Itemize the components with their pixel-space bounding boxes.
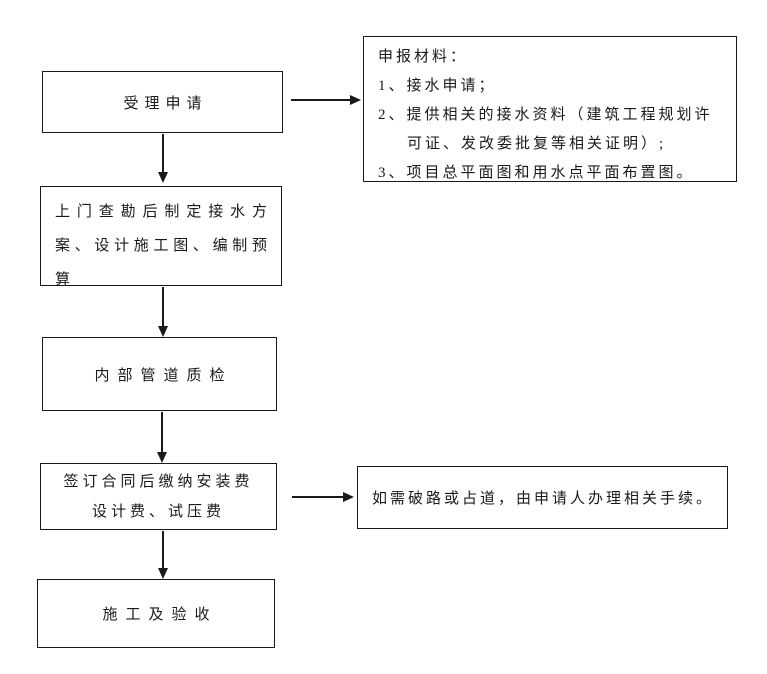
note-road-occupation-label: 如需破路或占道，由申请人办理相关手续。 bbox=[372, 491, 715, 507]
note-materials-line-1: 申报材料： bbox=[378, 49, 469, 65]
flow-step-site-survey-line-3: 算 bbox=[55, 272, 71, 288]
flow-step-construction-acceptance: 施工及验收 bbox=[37, 579, 275, 648]
arrow-right-step1-to-materials-note-icon bbox=[291, 99, 350, 101]
note-road-occupation: 如需破路或占道，由申请人办理相关手续。 bbox=[357, 466, 728, 529]
arrow-down-step4-to-step5-icon bbox=[162, 531, 164, 568]
arrow-down-step3-to-step4-icon bbox=[161, 412, 163, 452]
arrow-right-step4-to-road-note-icon bbox=[292, 496, 343, 498]
flow-step-internal-pipe-inspection-label: 内部管道质检 bbox=[94, 367, 233, 384]
note-materials-line-2: 1、接水申请； bbox=[378, 78, 497, 94]
note-materials-line-4: 可证、发改委批复等相关证明）; bbox=[407, 136, 667, 152]
note-application-materials: 申报材料： 1、接水申请； 2、提供相关的接水资料（建筑工程规划许 可证、发改委… bbox=[363, 36, 737, 182]
note-materials-line-5: 3、项目总平面图和用水点平面布置图。 bbox=[378, 165, 695, 181]
note-materials-line-3: 2、提供相关的接水资料（建筑工程规划许 bbox=[378, 107, 713, 123]
flow-step-site-survey-line-2: 案、设计施工图、编制预 bbox=[55, 238, 267, 254]
flow-step-accept-application-label: 受理申请 bbox=[123, 95, 208, 112]
arrow-down-step2-to-step3-icon bbox=[162, 287, 164, 326]
flow-step-site-survey-plan: 上门查勘后制定接水方 案、设计施工图、编制预 算 bbox=[40, 186, 282, 288]
flow-step-sign-contract-line-1: 签订合同后缴纳安装费 bbox=[63, 473, 254, 490]
arrow-down-step1-to-step2-icon bbox=[162, 134, 164, 172]
flow-step-sign-contract-line-2: 设计费、试压费 bbox=[91, 503, 225, 520]
flow-step-construction-acceptance-label: 施工及验收 bbox=[102, 607, 218, 623]
flow-step-sign-contract-pay-fees: 签订合同后缴纳安装费 设计费、试压费 bbox=[40, 463, 277, 530]
flow-step-site-survey-line-1: 上门查勘后制定接水方 bbox=[55, 204, 267, 220]
flow-step-accept-application: 受理申请 bbox=[42, 71, 283, 133]
flow-step-internal-pipe-inspection: 内部管道质检 bbox=[42, 337, 277, 411]
